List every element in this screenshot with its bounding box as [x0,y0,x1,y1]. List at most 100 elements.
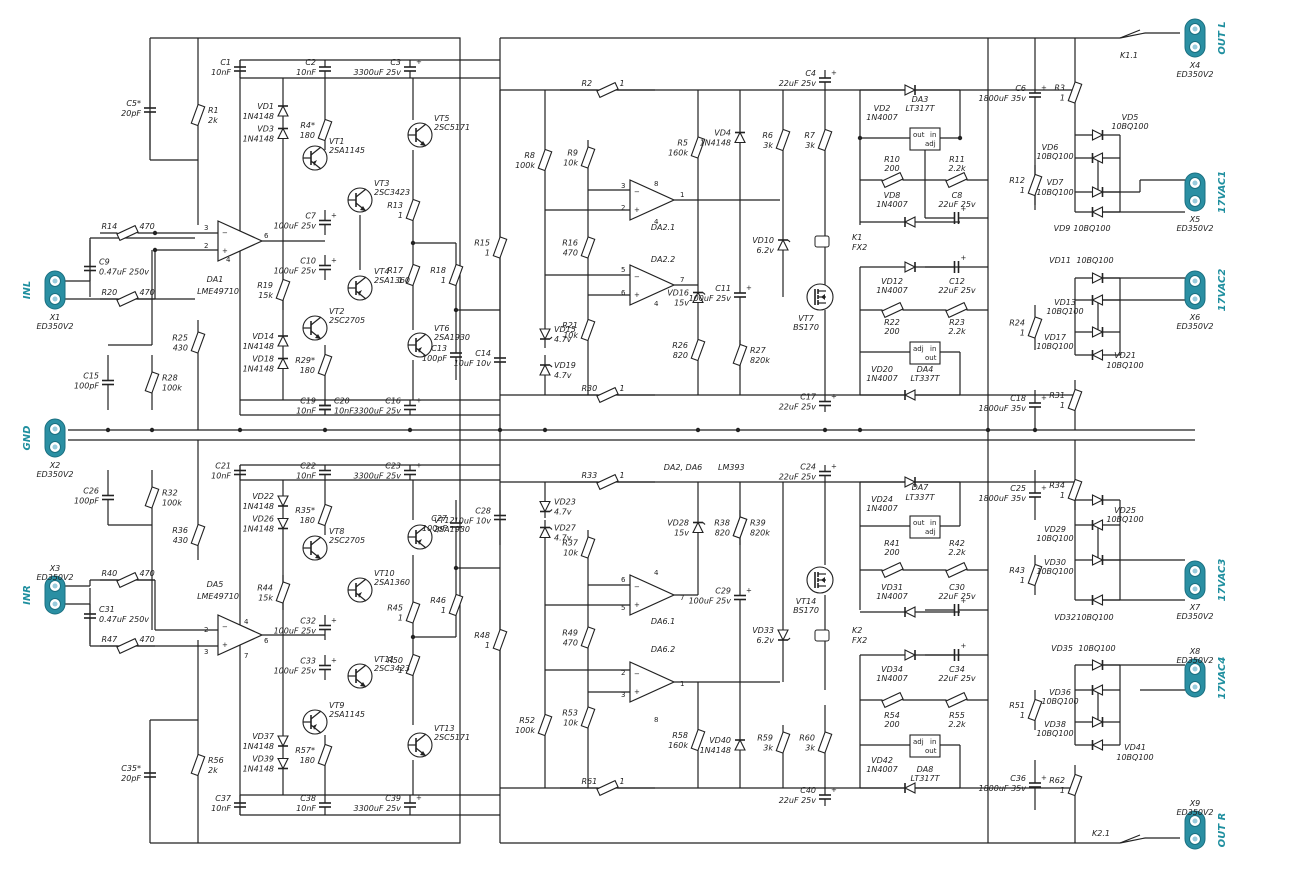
signal-label-17vac3: 17VAC3 [1217,559,1228,602]
vt14-ref-label: VT14 [796,597,817,606]
r58-value-label: 160k [668,741,688,750]
vt5-transistor [407,122,433,148]
r18-value-label: 1 [441,276,446,285]
r61-resistor [596,779,619,797]
connector-x8-part: ED350V2 [1176,656,1213,665]
vd14-value-label: 1N4148 [243,342,274,351]
r42-resistor [945,561,968,579]
r50-ref-label: R50 [387,656,403,665]
r25-resistor [190,331,206,354]
vd42-ref-label: VD42 [871,756,893,765]
c32-value-label: 100uF 25v [274,627,317,636]
connector-x2-ref: X2 [49,461,61,470]
vd26-value-label: 1N4148 [243,525,274,534]
r8-ref-label: R8 [524,151,535,160]
vd35-value-label: 10BQ100 [1078,644,1115,653]
vt13-ref-label: VT13 [434,724,455,733]
r30-ref-label: R30 [582,384,598,393]
vd42-value-label: 1N4007 [866,765,898,774]
da6-2-ref-label: DA6.2 [651,645,675,654]
da4-pin-out: out [925,354,937,362]
vd15-ref-label: VD15 [554,325,576,334]
r59-resistor [775,731,791,754]
c1-ref-label: C1 [220,58,231,67]
svg-text:5: 5 [621,266,625,274]
connector-x3-ref: X3 [49,564,61,573]
r33-resistor [596,473,619,491]
r29-resistor [317,353,333,377]
r24-value-label: 1 [1020,329,1025,338]
vd26-diode [277,517,289,530]
r25-ref-label: R25 [172,334,188,343]
r10-value-label: 200 [884,164,899,173]
connector-x7 [1184,560,1206,600]
c7-capacitor: + [319,212,337,226]
c36-value-label: 1800uF 35v [979,784,1027,793]
signal-label-gnd: GND [22,426,33,451]
vd38-diode [1091,716,1104,728]
r15-ref-label: R15 [474,239,490,248]
r56-ref-label: R56 [208,756,224,765]
c24-capacitor: + [819,463,837,477]
c9-ref-label: C9 [99,258,110,267]
r50-value-label: 1 [398,666,403,675]
vd18-diode [277,357,289,370]
r4-ref-label: R4* [300,121,315,130]
r34-resistor [1067,478,1083,502]
c13-capacitor [450,352,462,358]
svg-text:+: + [416,462,422,470]
r11-value-label: 2.2k [948,164,966,173]
r3-ref-label: R3 [1054,84,1065,93]
relay-k2-ref: K2 [852,626,862,635]
connector-x8 [1184,658,1206,698]
r16-resistor [580,236,596,259]
vd7-diode [1091,186,1104,198]
vd12-ref-label: VD12 [881,277,903,286]
c2-value-label: 10nF [296,68,316,77]
r24-resistor [1027,316,1043,339]
r50-resistor [405,653,421,677]
vd35-ref-label: VD35 [1051,644,1073,653]
r23-value-label: 2.2k [948,327,966,336]
c1-capacitor [234,66,246,72]
vd14-ref-label: VD14 [252,332,274,341]
connector-x3-part: ED350V2 [36,573,73,582]
da4-value-label: LT337T [911,374,941,383]
r2-value-label: 1 [620,79,625,88]
da4-ref-label: DA4 [917,365,934,374]
c22-capacitor [319,469,331,476]
c30-value-label: 22uF 25v [938,592,976,601]
r45-value-label: 1 [398,614,403,623]
r58-ref-label: R58 [672,731,688,740]
c25-value-label: 1800uF 35v [979,494,1027,503]
vd19-diode [539,363,553,376]
da4-pin-adj: adj [913,345,924,353]
r5-value-label: 160k [668,149,688,158]
connector-x2 [44,418,66,458]
vd36-diode [1091,684,1104,696]
vt4-ref-label: VT4 [374,267,389,276]
r22-resistor [881,301,904,319]
vd5-diode [1091,129,1104,141]
c35-ref-label: C35* [121,764,141,773]
svg-text:+: + [746,284,752,292]
r28-ref-label: R28 [162,374,178,383]
c15-capacitor [102,379,114,386]
vd22-diode [277,495,289,508]
c30-capacitor: + [953,597,967,616]
r15-resistor [492,236,508,259]
svg-text:+: + [961,205,967,213]
vt4-transistor [347,275,373,301]
r48-value-label: 1 [485,641,490,650]
vd39-ref-label: VD39 [252,755,274,764]
vd9-diode [1091,206,1104,218]
r37-ref-label: R37 [562,539,579,548]
svg-text:6: 6 [621,289,626,297]
vd4-value-label: 1N4148 [700,139,731,148]
c35-capacitor [144,772,156,778]
r43-resistor [1027,563,1043,587]
vd32-diode [1091,594,1104,606]
signal-label-17vac1: 17VAC1 [1217,171,1228,214]
